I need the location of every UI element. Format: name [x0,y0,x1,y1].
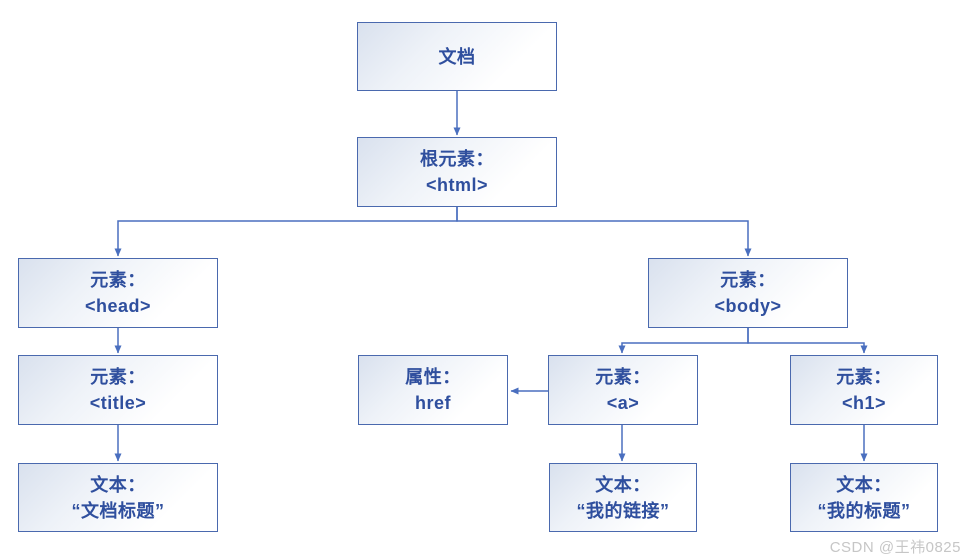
node-label-line1: 文本： [90,474,146,495]
node-label-line2: <a> [606,393,640,413]
node-label-line1: 元素： [836,367,892,387]
node-label-line2: <h1> [841,393,887,413]
node-text-my-link: 文本： “我的链接” [549,463,697,532]
node-element-body: 元素： <body> [648,258,848,328]
connector-element-body-to-element-h1 [747,328,868,354]
node-label-line1: 文档 [438,46,476,67]
node-label-line2: <body> [714,296,782,316]
node-label-line1: 文本： [595,474,651,495]
node-label-line2: “我的链接” [576,500,670,521]
node-document: 文档 [357,22,557,91]
node-label-line2: <head> [84,296,152,316]
node-label-line1: 文本： [836,474,892,495]
node-label-line1: 属性： [405,367,461,387]
node-label-line1: 元素： [720,270,776,290]
node-label-line2: href [414,393,451,413]
node-label-line1: 元素： [90,367,146,387]
node-root-html: 根元素： <html> [357,137,557,207]
watermark: CSDN @王祎0825 [829,539,961,556]
connector-root-html-to-element-body [456,207,752,257]
node-label-line2: <title> [89,393,147,413]
node-text-doc-title: 文本： “文档标题” [18,463,218,532]
node-element-h1: 元素： <h1> [790,355,938,425]
node-text-my-title: 文本： “我的标题” [790,463,938,532]
node-label-line2: “我的标题” [817,500,911,521]
node-label-line1: 根元素： [420,149,494,169]
node-label-line1: 元素： [90,270,146,290]
node-element-title: 元素： <title> [18,355,218,425]
connector-element-body-to-element-a [618,328,749,354]
node-label-line2: <html> [425,175,489,195]
node-element-head: 元素： <head> [18,258,218,328]
node-label-line2: “文档标题” [71,500,165,521]
node-attribute-href: 属性： href [358,355,508,425]
connector-root-html-to-element-head [114,207,458,257]
node-label-line1: 元素： [595,367,651,387]
node-element-a: 元素： <a> [548,355,698,425]
